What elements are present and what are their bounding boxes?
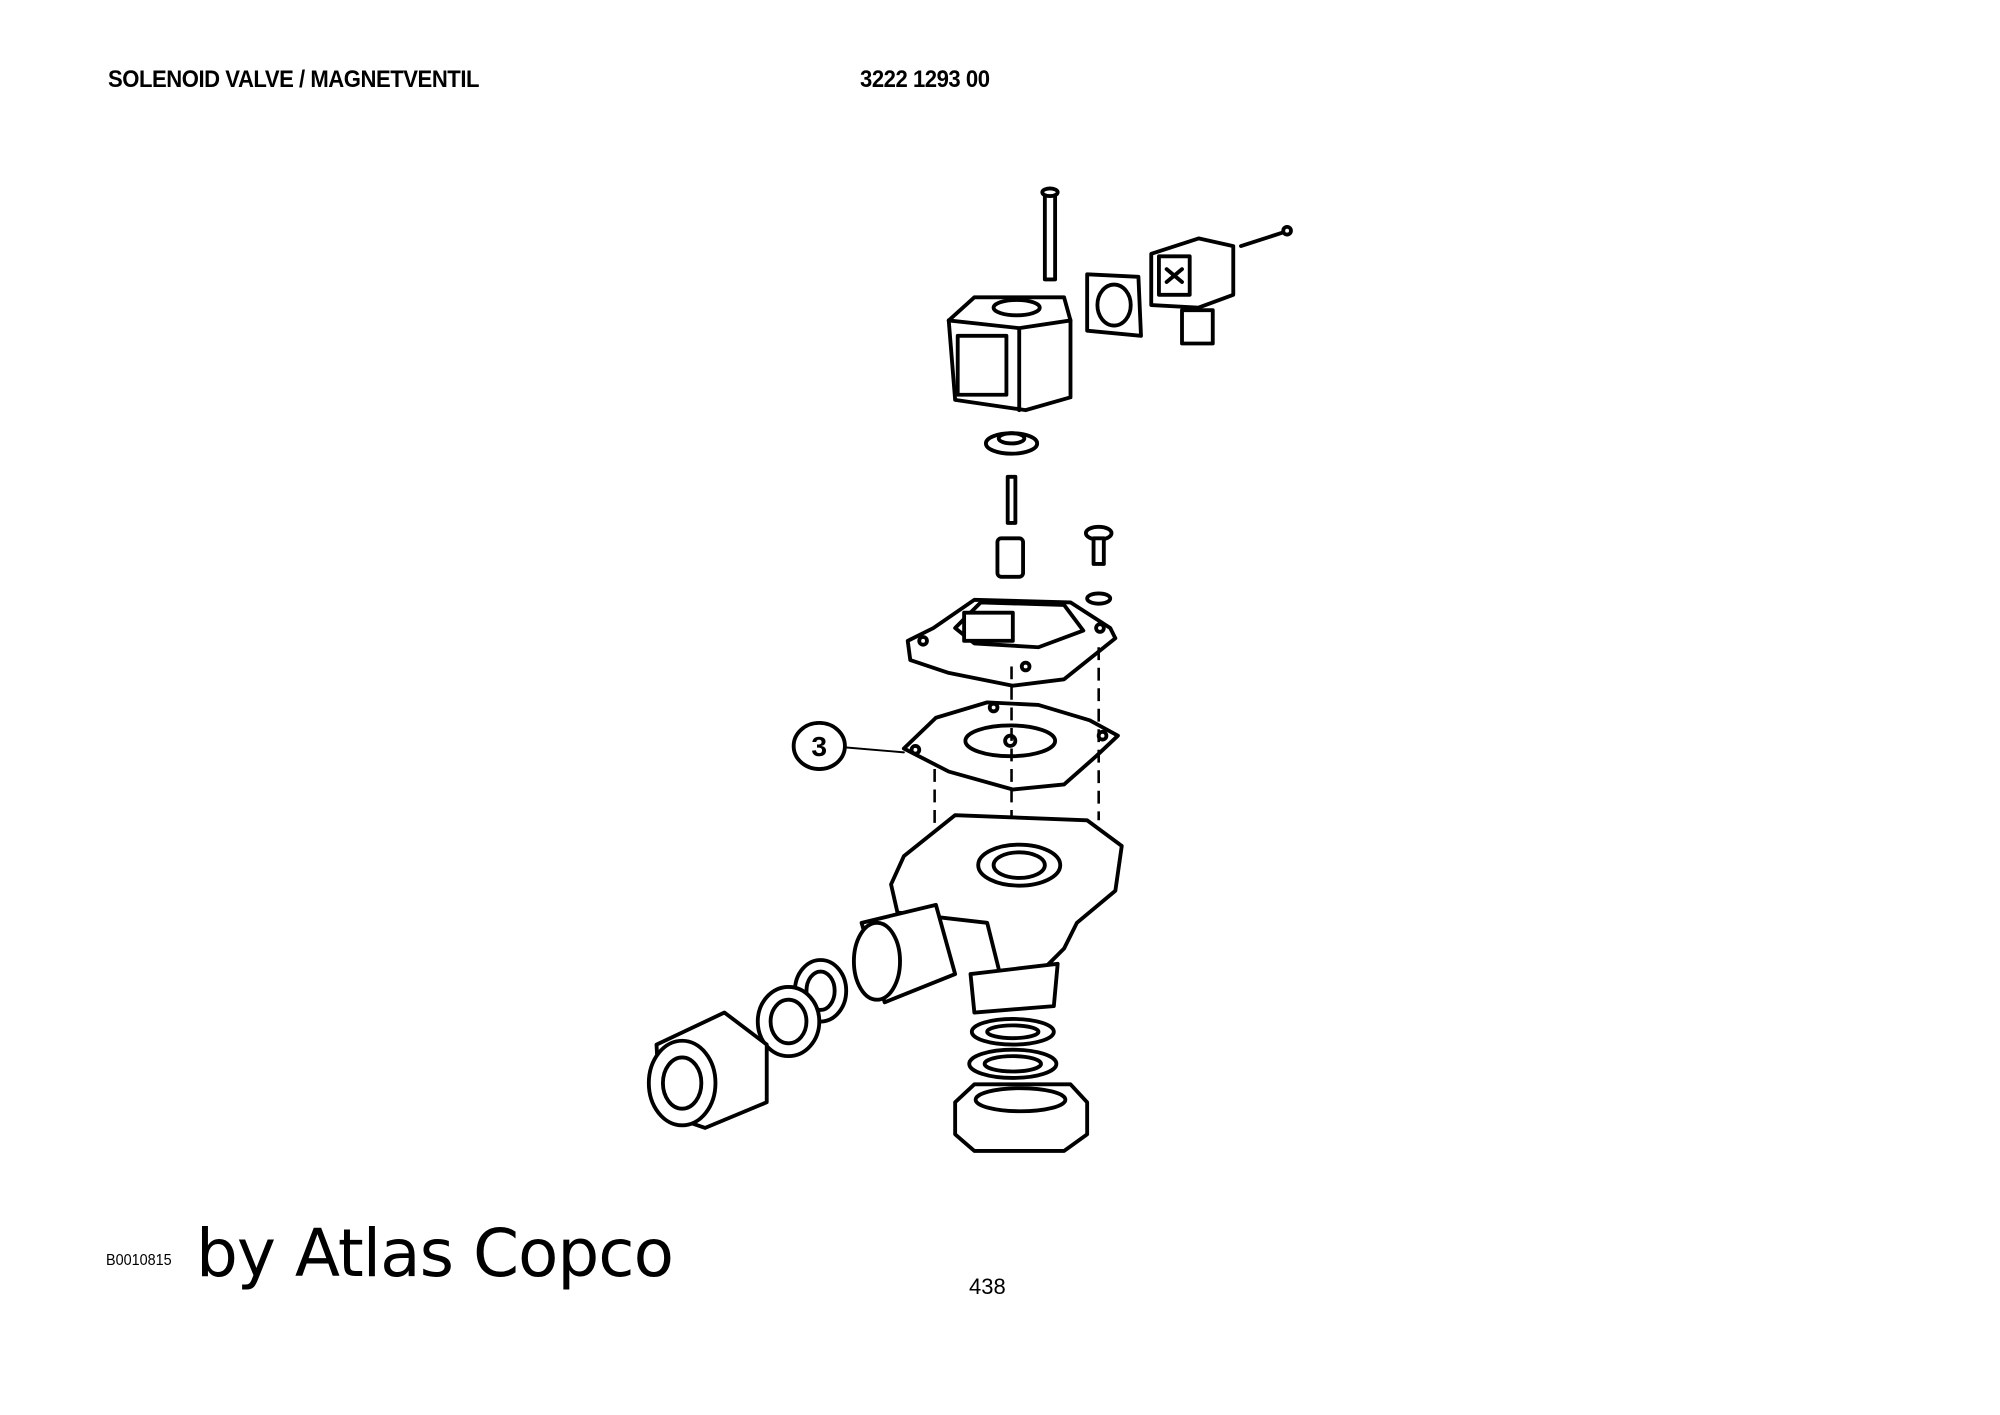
- inlet-union-nut: [646, 1010, 769, 1130]
- connector-gasket: [1085, 272, 1143, 338]
- connector-screw: [1239, 224, 1293, 249]
- plunger: [995, 536, 1025, 579]
- long-screw: [1040, 186, 1060, 282]
- spring: [1005, 474, 1018, 525]
- part-number: 3222 1293 00: [860, 66, 990, 93]
- callout-label: 3: [811, 730, 827, 762]
- page-number: 438: [969, 1274, 1006, 1299]
- inlet-seals: [755, 958, 849, 1059]
- coil-ring: [983, 431, 1040, 456]
- document-title: SOLENOID VALVE / MAGNETVENTIL: [108, 66, 480, 93]
- cover-screw: [1083, 524, 1114, 606]
- solenoid-coil: [946, 295, 1073, 413]
- brand-text: by Atlas Copco: [196, 1215, 674, 1292]
- inlet-thread: [851, 902, 958, 1005]
- diaphragm: [901, 700, 1120, 792]
- callout-3: 3: [791, 720, 905, 771]
- outlet-thread: [968, 961, 1060, 1015]
- drawing-code: B0010815: [106, 1252, 172, 1269]
- outlet-seals: [967, 1017, 1059, 1080]
- outlet-union-nut: [953, 1082, 1090, 1153]
- plug-connector: [1149, 236, 1236, 346]
- valve-cover: [905, 597, 1118, 688]
